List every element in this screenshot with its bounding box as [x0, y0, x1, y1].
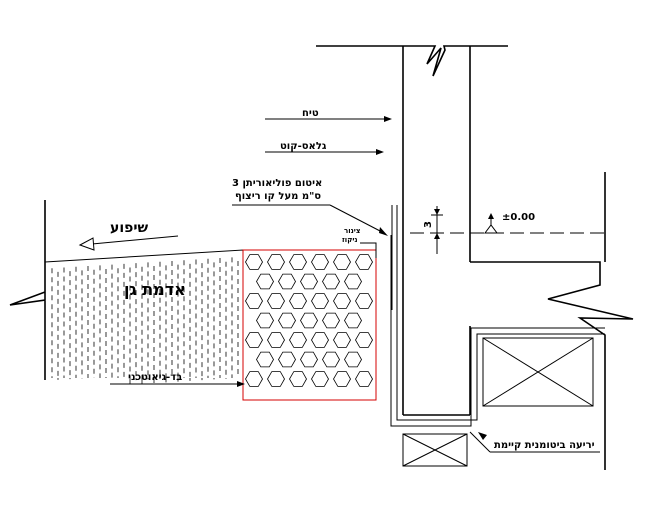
gravel-hexagon: [311, 293, 329, 309]
gravel-border: [242, 249, 377, 401]
gravel-hexagon: [267, 332, 285, 348]
gravel-hexagon: [289, 254, 307, 270]
gravel-hexagon: [256, 351, 274, 368]
plaster-label: טיח: [302, 108, 319, 119]
gravel-hexagon: [267, 254, 285, 270]
gravel-hexagon: [322, 351, 340, 368]
drain-label-bottom: ניקוז: [342, 236, 358, 244]
gravel-hexagon: [245, 293, 263, 309]
dimension-label: 3: [423, 221, 434, 228]
gravel-hexagon: [256, 273, 274, 290]
drain-pipe: [360, 242, 377, 258]
gravel-hexagon: [278, 351, 296, 368]
gravel-hexagon: [355, 254, 373, 270]
gravel-hexagon: [333, 371, 351, 387]
dimension-3cm: [431, 206, 443, 254]
gravel-hexagon: [344, 273, 362, 290]
slope-label: שיפוע: [110, 220, 148, 236]
beam-box-bottom: [402, 433, 468, 467]
gravel-hexagon: [344, 351, 362, 368]
garden-soil-label: אדמת גן: [124, 280, 186, 299]
gravel-hexagon: [333, 332, 351, 348]
sealing-label-line1: איטום פוליאוריתן 3: [232, 178, 322, 189]
slope-arrow: [78, 235, 179, 251]
hexagon-pattern: [245, 254, 373, 387]
level-triangle-icon: [484, 224, 498, 234]
gravel-drain-fill: [242, 249, 377, 401]
beam-box-right: [482, 337, 594, 407]
gravel-hexagon: [245, 254, 263, 270]
gravel-hexagon: [355, 371, 373, 387]
gravel-hexagon: [300, 312, 318, 329]
gravel-hexagon: [256, 312, 274, 329]
gravel-hexagon: [344, 312, 362, 329]
gravel-hexagon: [300, 351, 318, 368]
gravel-hexagon: [267, 371, 285, 387]
gravel-hexagon: [300, 273, 318, 290]
geotextile-label: בד-גיאוטכני: [128, 372, 182, 383]
gravel-hexagon: [278, 273, 296, 290]
gravel-hexagon: [278, 312, 296, 329]
gravel-hexagon: [333, 293, 351, 309]
drain-label-top: צינור: [344, 227, 360, 235]
gravel-hexagon: [289, 371, 307, 387]
sealing-label-line2: ס"מ מעל קו ריצוף: [235, 191, 321, 202]
gravel-hexagon: [245, 371, 263, 387]
gravel-hexagon: [289, 332, 307, 348]
soil-hatch: [51, 257, 239, 385]
gravel-hexagon: [289, 293, 307, 309]
bitumen-membrane: [390, 232, 605, 427]
arrow-head-icon: [78, 237, 95, 251]
leader-lines: [110, 116, 600, 453]
gravel-hexagon: [322, 312, 340, 329]
gravel-hexagon: [267, 293, 285, 309]
gravel-hexagon: [311, 332, 329, 348]
wall-section: [316, 45, 634, 470]
level-mark: [410, 213, 610, 234]
gravel-hexagon: [355, 332, 373, 348]
gravel-hexagon: [245, 332, 263, 348]
gravel-hexagon: [355, 293, 373, 309]
gravel-hexagon: [311, 254, 329, 270]
existing-membrane-label: יריעה ביטומנית קיימת: [494, 440, 595, 451]
gravel-hexagon: [322, 273, 340, 290]
glass-coat-label: גלאס-קוט: [280, 141, 327, 152]
gravel-hexagon: [333, 254, 351, 270]
gravel-hexagon: [311, 371, 329, 387]
level-label: ±0.00: [502, 212, 535, 223]
